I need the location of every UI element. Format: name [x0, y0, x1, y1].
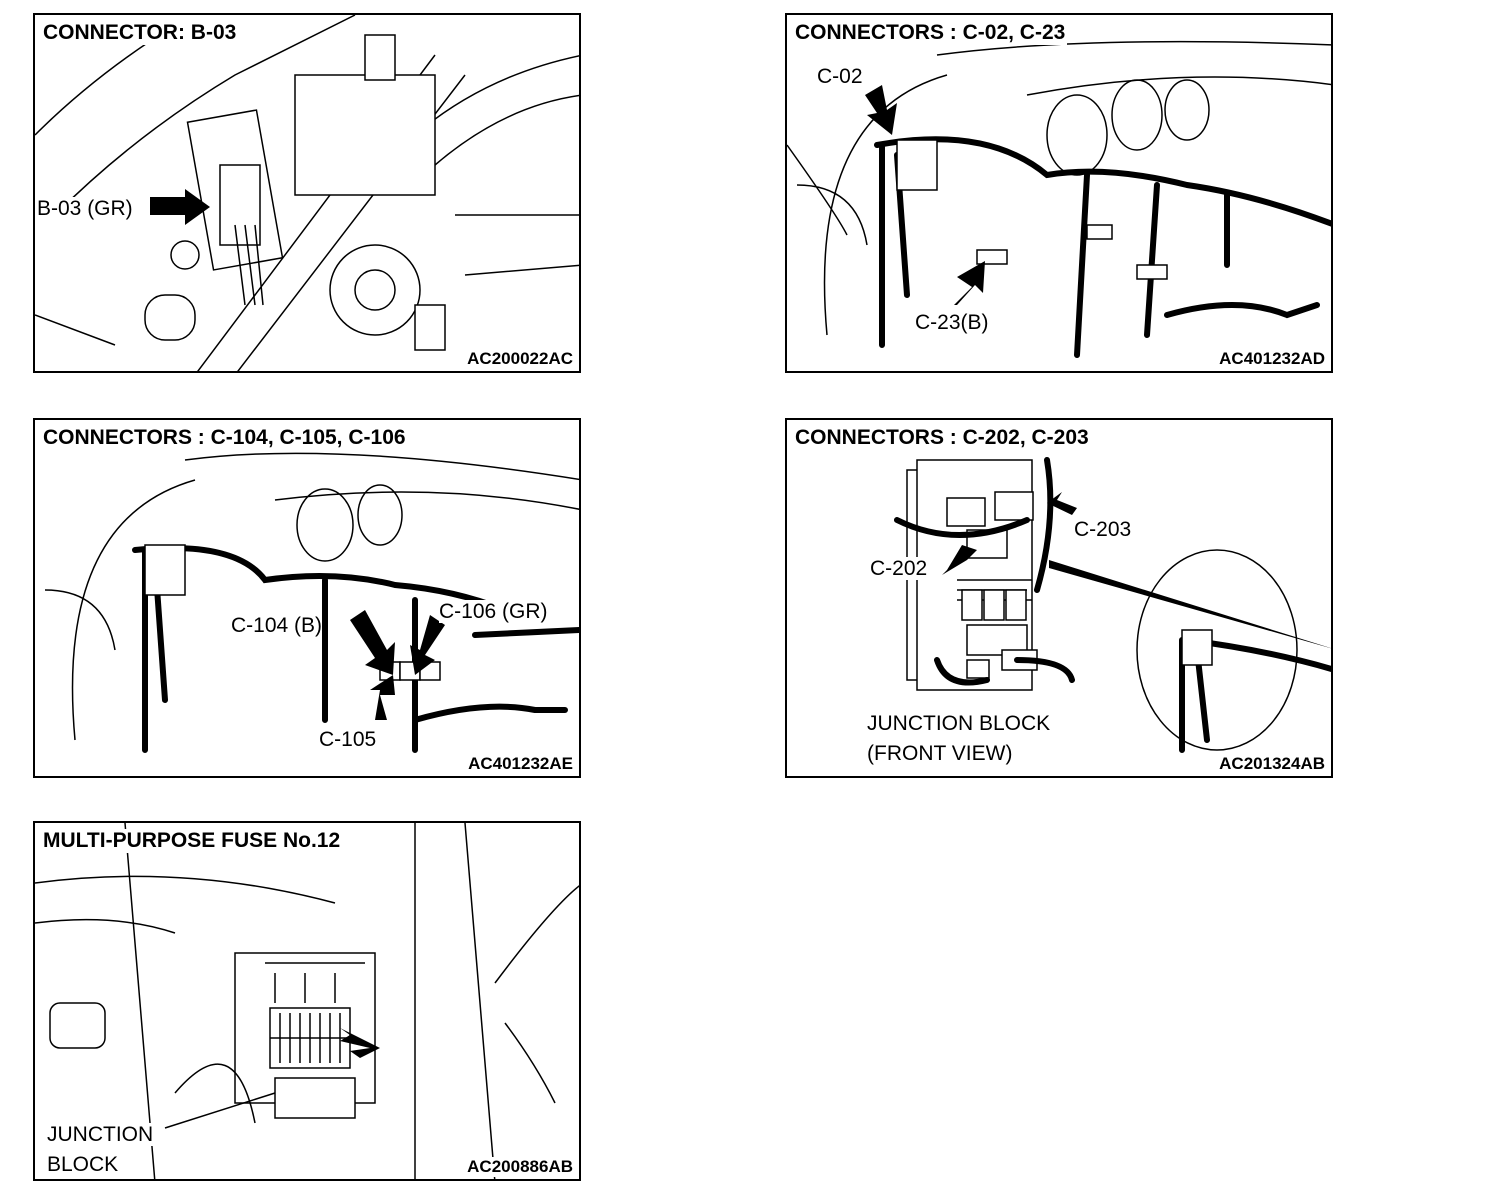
dashboard-harness-illustration	[44, 452, 579, 753]
connectors-c02-c23-diagram: CONNECTORS : C-02, C-23 C-02 C-23(B) AC4…	[785, 13, 1333, 373]
block-label: BLOCK	[47, 1153, 119, 1177]
junction-block-illustration	[894, 457, 1331, 753]
connector-label-c23: C-23(B)	[915, 311, 989, 335]
connector-label-c105: C-105	[319, 728, 377, 752]
connector-b03-diagram: CONNECTOR: B-03 B-03 (GR) AC200022AC	[33, 13, 581, 373]
connector-label-b03: B-03 (GR)	[37, 197, 133, 221]
junction-block-label: JUNCTION BLOCK	[867, 712, 1051, 736]
panel-title: MULTI-PURPOSE FUSE No.12	[41, 829, 343, 853]
connector-label-c202: C-202	[870, 557, 928, 581]
panel-title: CONNECTORS : C-202, C-203	[793, 426, 1091, 450]
connector-label-c106: C-106 (GR)	[439, 600, 548, 624]
figure-code: AC401232AE	[466, 754, 575, 774]
figure-code: AC200022AC	[465, 349, 575, 369]
panel-title: CONNECTOR: B-03	[41, 21, 239, 45]
junction-block-location-illustration	[35, 823, 579, 1179]
panel-title: CONNECTORS : C-104, C-105, C-106	[41, 426, 408, 450]
multi-purpose-fuse-12-diagram: MULTI-PURPOSE FUSE No.12 JUNCTION BLOCK …	[33, 821, 581, 1181]
panel-title: CONNECTORS : C-02, C-23	[793, 21, 1068, 45]
junction-label: JUNCTION	[47, 1123, 154, 1147]
connectors-c104-c105-c106-diagram: CONNECTORS : C-104, C-105, C-106 C-104 (…	[33, 418, 581, 778]
dashboard-harness-illustration	[787, 40, 1331, 358]
engine-bay-illustration	[35, 15, 579, 371]
connector-label-c104: C-104 (B)	[231, 614, 323, 638]
figure-code: AC401232AD	[1217, 349, 1327, 369]
connector-label-c02: C-02	[817, 65, 863, 89]
figure-code: AC200886AB	[465, 1157, 575, 1177]
figure-code: AC201324AB	[1217, 754, 1327, 774]
front-view-label: (FRONT VIEW)	[867, 742, 1013, 766]
connector-label-c203: C-203	[1074, 518, 1132, 542]
connectors-c202-c203-diagram: CONNECTORS : C-202, C-203 C-203 C-202 JU…	[785, 418, 1333, 778]
